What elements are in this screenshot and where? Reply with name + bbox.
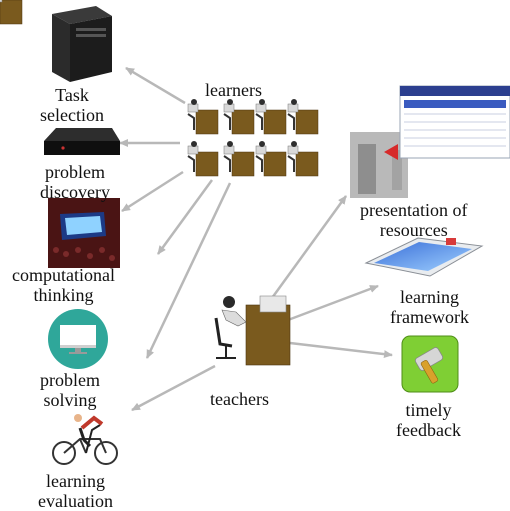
arrow-to-task-selection xyxy=(125,66,186,105)
arrow-to-problem-solving-b xyxy=(145,182,232,359)
student-desks-icon xyxy=(0,0,319,177)
router-device-icon xyxy=(44,128,120,155)
label-learning-framework-line2: framework xyxy=(390,307,469,327)
label-presentation-of-resources: presentation of resources xyxy=(360,200,467,240)
arrow-teacher-to-feedback xyxy=(289,341,393,359)
label-presentation-line2: resources xyxy=(379,220,448,240)
label-learning-framework: learning framework xyxy=(390,287,469,327)
label-computational-thinking-line2: thinking xyxy=(33,285,94,305)
label-timely-feedback-line1: timely xyxy=(405,400,452,420)
label-timely-feedback: timely feedback xyxy=(396,400,461,440)
arrow-teacher-to-framework xyxy=(287,284,379,322)
label-task-selection-line2: selection xyxy=(40,105,104,125)
tablet-icon xyxy=(364,237,484,277)
label-problem-discovery: problem discovery xyxy=(40,162,110,202)
cyclist-icon xyxy=(52,414,118,465)
label-problem-solving: problem solving xyxy=(40,370,100,410)
monitor-circle-icon xyxy=(48,309,108,369)
web-page-screenshot-icon xyxy=(350,85,510,198)
label-presentation-line1: presentation of xyxy=(360,200,468,220)
hammer-badge-icon xyxy=(401,335,459,393)
label-problem-solving-line2: solving xyxy=(43,390,97,410)
label-computational-thinking-line1: computational xyxy=(12,265,115,285)
arrow-teacher-to-presentation xyxy=(270,195,348,299)
label-computational-thinking: computational thinking xyxy=(12,265,115,305)
arrow-to-problem-solving-a xyxy=(156,179,214,255)
label-learning-evaluation: learning evaluation xyxy=(38,471,113,511)
label-timely-feedback-line2: feedback xyxy=(396,420,461,440)
stadium-screen-icon xyxy=(48,198,120,268)
label-task-selection-line1: Task xyxy=(55,85,89,105)
label-problem-discovery-line1: problem xyxy=(44,162,105,182)
label-problem-solving-line1: problem xyxy=(40,370,100,390)
label-teachers: teachers xyxy=(210,389,269,409)
label-learning-evaluation-line1: learning xyxy=(46,471,105,491)
arrow-to-computational-thinking xyxy=(121,170,184,213)
label-learning-framework-line1: learning xyxy=(399,287,459,307)
label-learning-evaluation-line2: evaluation xyxy=(38,491,113,511)
label-task-selection: Task selection xyxy=(40,85,104,125)
label-problem-discovery-line2: discovery xyxy=(40,182,110,202)
arrow-teacher-to-evaluation xyxy=(131,364,216,412)
computer-tower-icon xyxy=(52,6,112,82)
label-learners: learners xyxy=(205,80,262,100)
teacher-desk-icon xyxy=(214,295,291,366)
